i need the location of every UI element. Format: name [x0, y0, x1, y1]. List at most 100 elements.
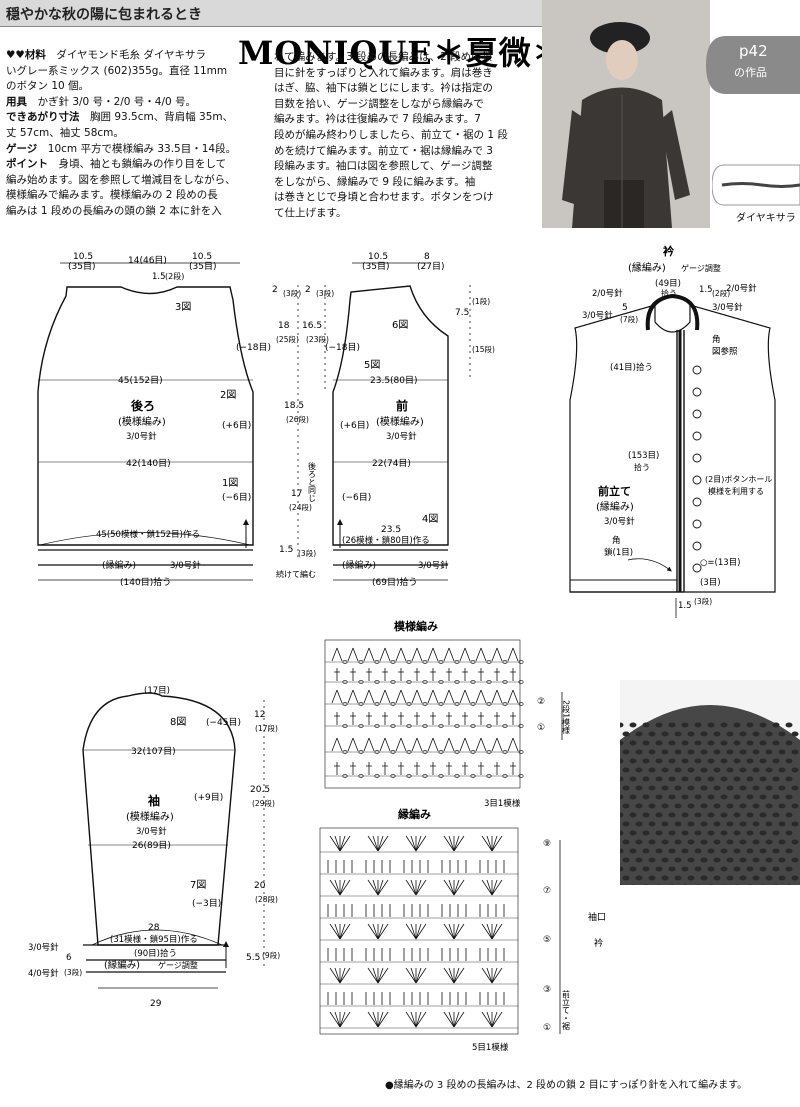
fan-stitch — [377, 835, 389, 852]
fan-stitch — [453, 879, 460, 896]
knit-hole — [791, 875, 799, 881]
stitch-t — [398, 762, 404, 775]
knit-hole — [635, 875, 643, 881]
knit-hole — [620, 866, 624, 872]
instructions-line: 編みます。衿は往復編みで 7 段編みます。7 — [274, 113, 481, 126]
knit-hole — [707, 758, 715, 764]
chain-stitch — [422, 724, 428, 728]
knit-hole — [752, 875, 760, 881]
knit-hole — [674, 731, 682, 737]
fan-stitch — [339, 967, 346, 984]
front-top-dim-1b: (35目) — [362, 261, 389, 272]
knit-hole — [773, 884, 779, 885]
knit-hole — [635, 731, 643, 737]
sleeve-right-20: 20 — [254, 881, 266, 891]
stitch-t — [446, 762, 452, 775]
instructions-line: はぎ、脇、袖下は鎖とじにします。衿は指定の — [274, 82, 493, 95]
materials-text: ダイヤモンド毛糸 ダイヤキサラ — [56, 49, 207, 61]
front-pickup: (69目)拾う — [372, 576, 417, 588]
chain-stitch — [454, 774, 460, 778]
front-band-needle: 3/0号針 — [604, 516, 635, 527]
knit-hole — [669, 884, 675, 885]
sleeve-border: (縁編み) — [104, 959, 140, 971]
chain-stitch — [486, 702, 492, 706]
knit-hole — [643, 884, 649, 885]
fan-stitch — [415, 879, 422, 896]
knit-hole — [785, 758, 793, 764]
stitch-t — [382, 668, 388, 681]
knit-hole — [759, 776, 767, 782]
knit-hole — [642, 722, 650, 728]
knit-hole — [739, 803, 747, 809]
stitch-v — [411, 689, 423, 704]
knit-hole — [620, 848, 624, 854]
knit-hole — [739, 785, 747, 791]
chain-stitch — [406, 724, 412, 728]
side-dim-3: 18 — [278, 321, 290, 331]
sleeve-subtitle: (模様編み) — [126, 810, 174, 823]
knit-hole — [681, 848, 689, 854]
knit-hole — [713, 749, 721, 755]
chain-stitch — [422, 680, 428, 684]
knit-sample-photo — [620, 680, 800, 885]
fan-stitch — [339, 835, 351, 852]
stitch-v — [395, 737, 407, 752]
fan-stitch — [372, 923, 379, 940]
stitch-t — [478, 712, 484, 725]
knit-hole — [713, 785, 721, 791]
instructions-line: 目数を拾い、ゲージ調整をしながら縁編みで — [274, 97, 484, 110]
fan-stitch — [339, 923, 346, 940]
chain-stitch — [518, 660, 524, 664]
chain-stitch — [470, 774, 476, 778]
tools-text: かぎ針 3/0 号・2/0 号・4/0 号。 — [37, 95, 197, 108]
knit-hole — [759, 722, 767, 728]
knit-hole — [687, 839, 695, 845]
fan-stitch — [443, 1011, 455, 1028]
collar-pick-153: (153目) — [628, 451, 659, 461]
knit-hole — [694, 830, 702, 836]
knit-hole — [778, 821, 786, 827]
fan-stitch — [377, 1011, 389, 1028]
knit-hole — [642, 776, 650, 782]
point-text-3: 模様編みで編みます。模様編みの 2 段めの長 — [6, 189, 218, 202]
knit-hole — [674, 803, 682, 809]
knit-hole — [661, 821, 669, 827]
fan-stitch — [415, 835, 422, 852]
knit-hole — [733, 848, 741, 854]
chain-stitch — [358, 774, 364, 778]
knit-hole — [726, 731, 734, 737]
knit-hole — [772, 722, 780, 728]
knit-hole — [778, 839, 786, 845]
side-dim-5: 18.5 — [284, 401, 304, 411]
front-top-dim-2b: (27目) — [417, 261, 444, 272]
chain-stitch — [342, 750, 348, 754]
knit-hole — [765, 803, 773, 809]
chain-stitch — [422, 702, 428, 706]
knit-hole — [707, 722, 715, 728]
border-label-cuff: 袖口 — [588, 911, 606, 923]
materials-text-3: のボタン 10 個。 — [6, 80, 90, 93]
knit-hole — [700, 731, 708, 737]
side-dim-7: 17 — [291, 489, 302, 499]
knit-hole — [700, 857, 708, 863]
chain-stitch — [502, 660, 508, 664]
knit-hole — [674, 839, 682, 845]
chain-stitch — [454, 724, 460, 728]
knit-hole — [648, 803, 656, 809]
fan-stitch — [377, 967, 389, 984]
knit-hole — [752, 749, 760, 755]
knit-hole — [760, 884, 766, 885]
sleeve-top: (17目) — [144, 686, 170, 696]
chain-stitch — [486, 680, 492, 684]
knit-hole — [746, 776, 754, 782]
knit-hole — [681, 812, 689, 818]
knit-hole — [746, 740, 754, 746]
fan-stitch — [410, 967, 417, 984]
knit-hole — [629, 830, 637, 836]
knit-hole — [681, 794, 689, 800]
knit-hole — [791, 803, 799, 809]
fan-stitch — [415, 967, 422, 984]
knit-hole — [661, 731, 669, 737]
sleeve-width-26: 26(89目) — [132, 840, 171, 851]
